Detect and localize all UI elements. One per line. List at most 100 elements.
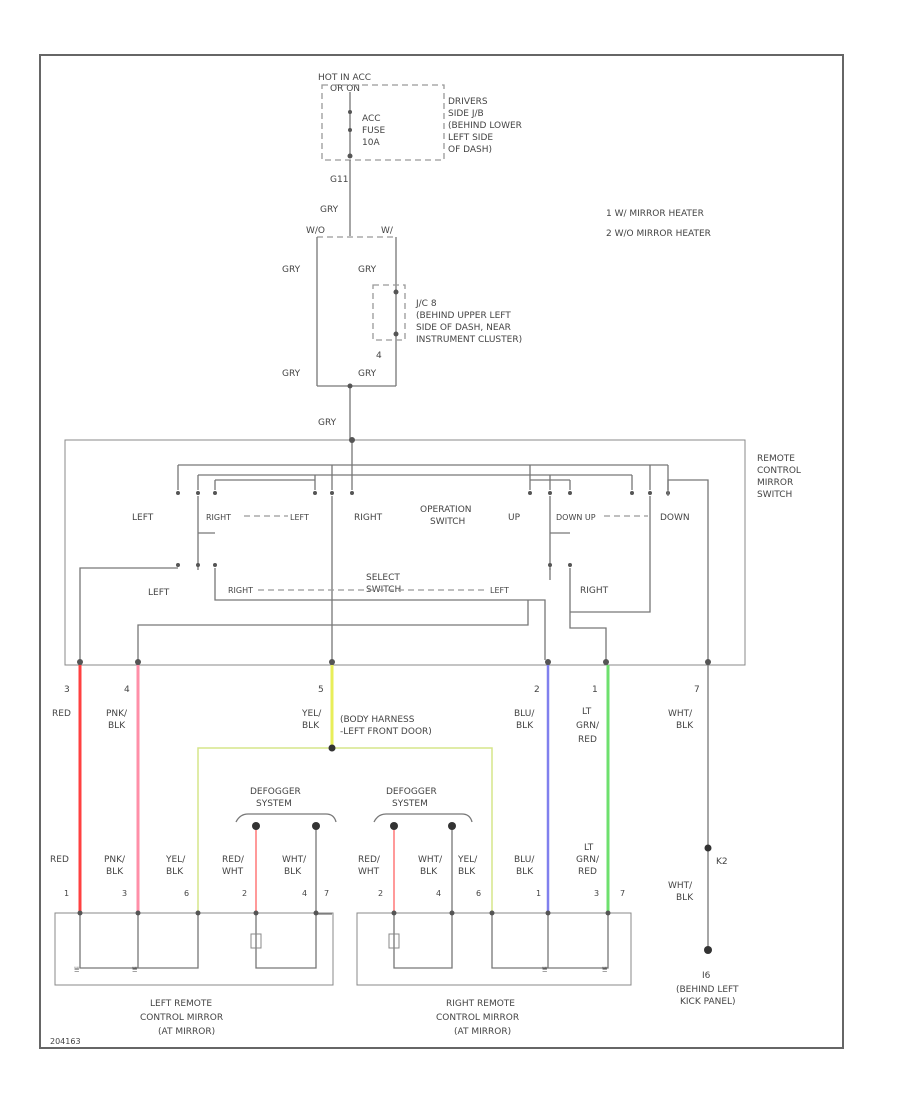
right-pin-6: 7 bbox=[620, 889, 625, 898]
op-path-left bbox=[197, 496, 215, 570]
conn-label-6a: WHT/ bbox=[668, 709, 693, 719]
yellow-branch-right bbox=[332, 747, 493, 912]
left-mirror-box bbox=[54, 912, 334, 986]
mirror-terminal bbox=[449, 910, 455, 916]
lower-redwht-1: RED/ bbox=[222, 855, 245, 865]
contact-dot bbox=[648, 491, 652, 495]
terminal-yellow bbox=[329, 659, 335, 665]
mirror-terminal bbox=[489, 910, 495, 916]
op-switch-1: OPERATION bbox=[420, 505, 472, 515]
jc-node-top bbox=[393, 289, 399, 295]
left-mirror-label-2: CONTROL MIRROR bbox=[140, 1013, 223, 1023]
jc-label-1: J/C 8 bbox=[415, 299, 437, 309]
right-mirror-label-1: RIGHT REMOTE bbox=[446, 999, 515, 1009]
lower-wire-labels: RED PNK/ BLK YEL/ BLK RED/ WHT WHT/ BLK … bbox=[50, 843, 728, 903]
conn-label-3a: YEL/ bbox=[301, 709, 322, 719]
jc-label-3: SIDE OF DASH, NEAR bbox=[416, 323, 511, 333]
right-mirror: 2 4 6 1 3 7 ⩸ ⩸ RIGHT REMOTE CONTROL MIR… bbox=[356, 889, 632, 1037]
legend: 1 W/ MIRROR HEATER 2 W/O MIRROR HEATER bbox=[606, 209, 711, 239]
terminal-white bbox=[705, 659, 711, 665]
colored-wires bbox=[78, 665, 709, 948]
branch-wire-top-label: GRY bbox=[320, 205, 339, 215]
lower-redwht-2: WHT bbox=[222, 867, 244, 877]
harness-splice bbox=[328, 744, 336, 752]
right-pin-3: 6 bbox=[476, 889, 481, 898]
harness-label-2: -LEFT FRONT DOOR) bbox=[340, 727, 432, 737]
left-motor-1: ⩸ bbox=[74, 965, 80, 975]
fuse-block-title-2: OR ON bbox=[330, 84, 360, 94]
right-mirror-internal bbox=[393, 914, 609, 969]
op-right-small: RIGHT bbox=[206, 513, 231, 522]
fuse-label-3: 10A bbox=[362, 138, 380, 148]
mirror-terminal bbox=[605, 910, 611, 916]
left-pin-6: 7 bbox=[324, 889, 329, 898]
ground-wire-2: BLK bbox=[676, 893, 694, 903]
conn-label-3b: BLK bbox=[302, 721, 320, 731]
conn-label-4b: BLK bbox=[516, 721, 534, 731]
ground-location-1: (BEHIND LEFT bbox=[676, 985, 739, 995]
op-node bbox=[548, 563, 552, 567]
jc-node-bottom bbox=[393, 331, 399, 337]
fuse-node-mid bbox=[348, 128, 352, 132]
defogger-right: DEFOGGER SYSTEM bbox=[373, 787, 473, 830]
lower-blu-2: BLK bbox=[516, 867, 534, 877]
ground-id: I6 bbox=[702, 971, 711, 981]
defogger-left-node-a bbox=[252, 822, 260, 830]
contact-dot bbox=[548, 491, 552, 495]
contact-dot bbox=[568, 491, 572, 495]
ground-wire-1: WHT/ bbox=[668, 881, 693, 891]
fuse-block: HOT IN ACC OR ON ACC FUSE 10A DRIVERS SI… bbox=[318, 73, 522, 185]
fuse-label-1: ACC bbox=[362, 114, 381, 124]
branch-left-lower-label: GRY bbox=[282, 369, 301, 379]
mirror-switch: REMOTE CONTROL MIRROR SWITCH bbox=[64, 437, 801, 666]
ground-connector-dot bbox=[704, 844, 712, 852]
mirror-terminal bbox=[77, 910, 83, 916]
select-left-2: LEFT bbox=[490, 586, 509, 595]
select-wire-3 bbox=[137, 568, 551, 660]
right-pin-1: 2 bbox=[378, 889, 383, 898]
op-down-up: DOWN UP bbox=[556, 513, 596, 522]
conn-label-6b: BLK bbox=[676, 721, 694, 731]
left-pin-2: 3 bbox=[122, 889, 127, 898]
mirror-terminal bbox=[313, 910, 319, 916]
branch-w-label: W/ bbox=[381, 226, 394, 236]
contact-dot bbox=[350, 491, 354, 495]
fuse-block-outline bbox=[321, 84, 445, 161]
right-mirror-box bbox=[356, 912, 632, 986]
legend-item-2: 2 W/O MIRROR HEATER bbox=[606, 229, 711, 239]
left-mirror-internal bbox=[79, 913, 332, 969]
op-left: LEFT bbox=[132, 513, 154, 523]
lower-r-redwht-2: WHT bbox=[358, 867, 380, 877]
conn-pin-1: 3 bbox=[64, 685, 70, 695]
select-left: LEFT bbox=[148, 588, 170, 598]
op-path-right bbox=[549, 496, 570, 570]
defogger-left-2: SYSTEM bbox=[256, 799, 292, 809]
left-heater bbox=[250, 933, 262, 949]
switch-name-4: SWITCH bbox=[757, 490, 792, 500]
mirror-terminal bbox=[545, 910, 551, 916]
lower-blu-1: BLU/ bbox=[514, 855, 535, 865]
fuse-location-5: OF DASH) bbox=[448, 145, 492, 155]
op-right: RIGHT bbox=[354, 513, 383, 523]
left-mirror-label-3: (AT MIRROR) bbox=[158, 1027, 215, 1037]
fuse-label-2: FUSE bbox=[362, 126, 385, 136]
harness-label-1: (BODY HARNESS bbox=[340, 715, 415, 725]
op-node bbox=[176, 563, 180, 567]
lower-pnk-1: PNK/ bbox=[104, 855, 126, 865]
contact-dot bbox=[213, 491, 217, 495]
defogger-right-1: DEFOGGER bbox=[386, 787, 437, 797]
defogger-right-2: SYSTEM bbox=[392, 799, 428, 809]
fuse-node-top bbox=[348, 110, 352, 114]
lower-grn-2: GRN/ bbox=[576, 855, 600, 865]
conn-pin-2: 4 bbox=[124, 685, 130, 695]
switch-terminals: 3 RED 4 PNK/ BLK 5 YEL/ BLK 2 BLU/ BLK 1… bbox=[52, 659, 711, 745]
mirror-terminals bbox=[77, 910, 611, 916]
terminal-red bbox=[77, 659, 83, 665]
left-pin-4: 2 bbox=[242, 889, 247, 898]
branch-bottom-label: GRY bbox=[318, 418, 337, 428]
defogger-left-node-b bbox=[312, 822, 320, 830]
op-up: UP bbox=[508, 513, 521, 523]
conn-label-5c: RED bbox=[578, 735, 597, 745]
defogger-right-bracket bbox=[373, 813, 473, 823]
branch-right-upper-label: GRY bbox=[358, 265, 377, 275]
